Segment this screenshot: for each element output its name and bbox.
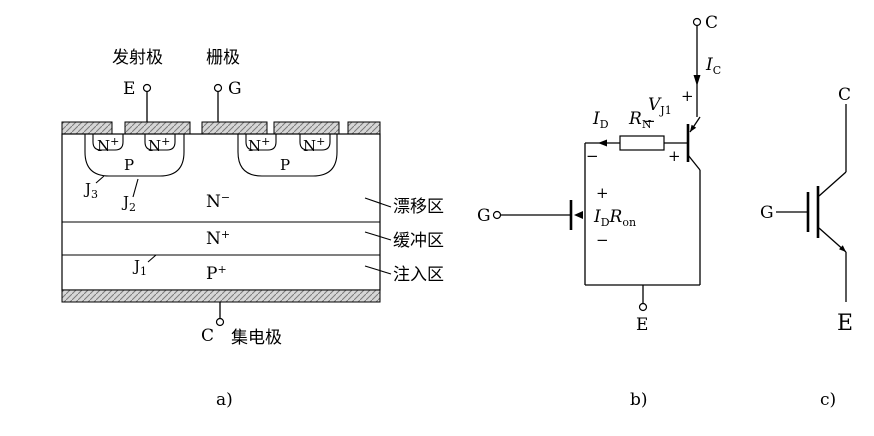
gate-terminal-label: G — [760, 203, 774, 223]
drift-leader-line — [364, 197, 392, 208]
n-plus-pocket — [245, 134, 277, 151]
n-plus-buffer-label: N+ — [206, 228, 230, 249]
injection-region-label: 注入区 — [393, 265, 444, 285]
junction-j2-label: J2 — [121, 193, 136, 214]
gate-terminal-node — [492, 210, 502, 220]
junction-j3-label: J3 — [83, 180, 98, 201]
emitter-terminal-node — [142, 83, 152, 93]
emitter-terminal-label: E — [837, 311, 853, 336]
collector-metal — [61, 289, 381, 303]
p-label: P — [124, 156, 134, 174]
metal-contact — [124, 121, 191, 135]
collector-terminal-node — [692, 17, 702, 27]
n-plus-pocket — [144, 134, 176, 151]
emitter-arrow — [839, 245, 846, 252]
j1-leader-line — [147, 254, 157, 263]
junction-j1-label: J1 — [132, 257, 147, 278]
n-plus-label: N+ — [248, 135, 270, 155]
emitter-terminal-label: E — [636, 315, 648, 335]
gate-terminal-label: G — [477, 206, 491, 226]
p-well-right — [237, 134, 338, 177]
vj1-plus-sign: + — [681, 87, 694, 105]
j2-leader-line — [132, 178, 139, 198]
drift-region-label: 漂移区 — [393, 197, 444, 217]
semiconductor-body — [61, 133, 381, 291]
collector-terminal-label: C — [201, 326, 214, 346]
buffer-region-label: 缓冲区 — [393, 231, 444, 251]
n-plus-label: N+ — [148, 135, 170, 155]
p-label: P — [280, 156, 290, 174]
rn-resistor — [619, 135, 665, 151]
injection-leader-line — [364, 265, 392, 275]
collector-terminal-label: C — [705, 13, 718, 33]
n-minus-drift-label: N− — [206, 191, 230, 212]
gate-terminal-label: G — [228, 79, 242, 99]
caption-c: c) — [820, 390, 836, 410]
p-plus-injection-label: P+ — [206, 263, 227, 284]
id-current-arrow — [598, 139, 607, 147]
panel-b-equivalent-circuit: C IC VJ1 + − ID RN − + G + IDRon − — [477, 13, 721, 410]
p-well-left — [84, 134, 185, 177]
gate-label-cn: 栅极 — [206, 48, 240, 68]
collector-slant-lead — [818, 171, 847, 197]
mosfet-body-arrow — [574, 211, 583, 219]
pnp-emitter-arrow — [690, 124, 697, 132]
caption-a: a) — [216, 390, 233, 410]
vj1-voltage-label: VJ1 — [648, 95, 672, 117]
id-current-label: ID — [592, 109, 609, 131]
buffer-leader-line — [364, 231, 392, 241]
pnp-collector-lead — [687, 154, 701, 171]
ic-current-label: IC — [705, 55, 721, 77]
metal-contact — [273, 121, 340, 135]
rn-resistor-label: RN — [628, 109, 652, 131]
n-plus-pocket — [299, 134, 331, 151]
collector-terminal-label: C — [838, 85, 851, 105]
mosfet-plus-sign: + — [596, 184, 609, 202]
emitter-terminal-node — [638, 302, 648, 312]
collector-label-cn: 集电极 — [231, 328, 282, 348]
metal-contact — [61, 121, 113, 135]
metal-contact — [347, 121, 381, 135]
panel-a-structure: 发射极 栅极 E G N+ N+ P N+ P — [61, 48, 444, 410]
collector-terminal-node — [215, 317, 225, 327]
emitter-terminal-label: E — [123, 79, 135, 99]
j3-leader-line — [95, 175, 105, 184]
emitter-label-cn: 发射极 — [112, 48, 163, 68]
caption-b: b) — [630, 390, 648, 410]
n-plus-label: N+ — [303, 135, 325, 155]
vj1-minus-sign: − — [643, 112, 656, 130]
rn-minus-sign: − — [586, 147, 599, 165]
panel-c-symbol: C G E c) — [760, 85, 853, 410]
mosfet-minus-sign: − — [596, 231, 609, 249]
metal-contact — [201, 121, 268, 135]
n-plus-label: N+ — [97, 135, 119, 155]
gate-terminal-node — [213, 83, 223, 93]
rn-plus-sign: + — [668, 147, 681, 165]
n-plus-pocket — [92, 134, 124, 151]
id-ron-label: IDRon — [593, 207, 636, 229]
ic-current-arrow — [693, 75, 701, 86]
